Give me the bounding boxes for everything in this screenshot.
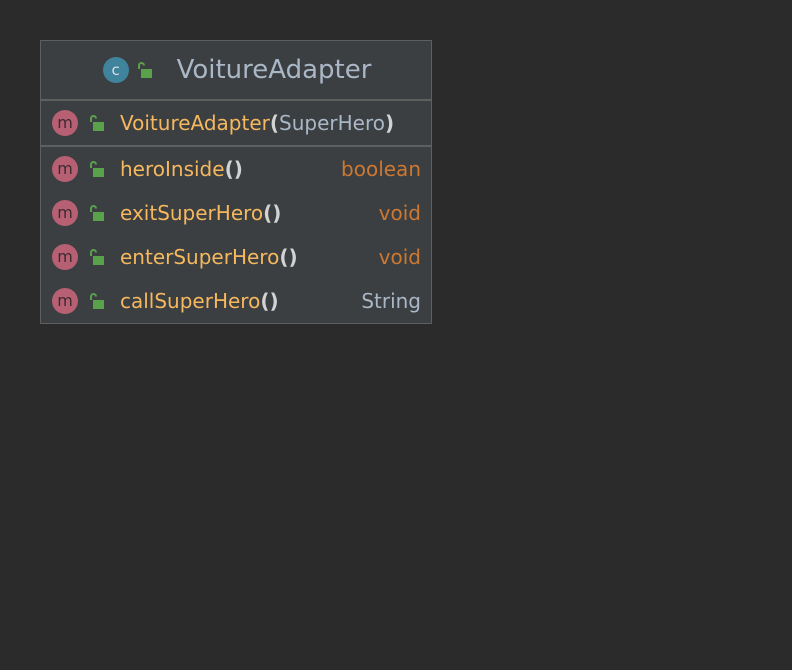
method-row-enterSuperHero[interactable]: m enterSuperHero() void [41,235,431,279]
public-lock-icon [90,115,104,131]
close-paren: ) [384,111,395,135]
constructor-row[interactable]: m VoitureAdapter(SuperHero) [41,101,431,145]
method-parens: () [260,289,279,313]
method-icon: m [52,200,78,226]
public-lock-icon [90,249,104,265]
constructor-name: VoitureAdapter [120,111,270,135]
method-icon: m [52,244,78,270]
public-lock-icon [90,161,104,177]
return-type: boolean [341,157,421,181]
return-type: String [361,289,421,313]
constructors-section: m VoitureAdapter(SuperHero) [41,101,431,147]
method-signature: callSuperHero() [120,279,279,323]
method-icon: m [52,156,78,182]
open-paren: ( [269,111,280,135]
public-lock-icon [90,293,104,309]
method-name: callSuperHero [120,289,261,313]
methods-section: m heroInside() boolean m exitSuperHero()… [41,147,431,323]
return-type: void [378,201,421,225]
method-name: exitSuperHero [120,201,264,225]
method-signature: heroInside() [120,147,243,191]
method-signature: enterSuperHero() [120,235,298,279]
return-type: void [378,245,421,269]
method-row-exitSuperHero[interactable]: m exitSuperHero() void [41,191,431,235]
method-icon: m [52,288,78,314]
constructor-signature: VoitureAdapter(SuperHero) [120,101,394,145]
method-icon: m [52,110,78,136]
class-name: VoitureAdapter [176,55,372,85]
method-signature: exitSuperHero() [120,191,281,235]
public-lock-icon [137,62,152,78]
class-icon: c [102,57,129,83]
constructor-param: SuperHero [279,111,385,135]
method-parens: () [224,157,243,181]
class-header[interactable]: c VoitureAdapter [41,41,431,101]
public-lock-icon [90,205,104,221]
uml-class-box[interactable]: c VoitureAdapter m VoitureAdapter(SuperH… [40,40,432,324]
method-row-callSuperHero[interactable]: m callSuperHero() String [41,279,431,323]
class-header-content: c VoitureAdapter [102,55,372,85]
method-parens: () [279,245,298,269]
method-parens: () [263,201,282,225]
method-name: heroInside [120,157,225,181]
method-row-heroInside[interactable]: m heroInside() boolean [41,147,431,191]
method-name: enterSuperHero [120,245,280,269]
